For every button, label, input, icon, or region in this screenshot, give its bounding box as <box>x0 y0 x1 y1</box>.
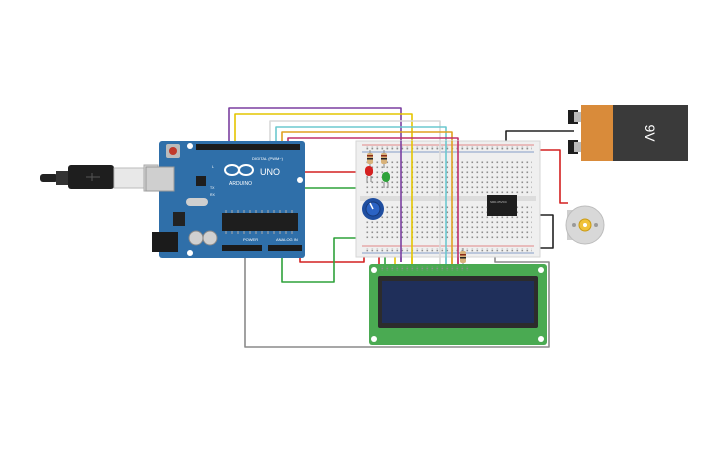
potentiometer[interactable] <box>362 198 384 220</box>
dc-jack-icon <box>152 232 178 252</box>
battery-voltage-label: 9V <box>642 124 658 142</box>
digital-header[interactable] <box>196 144 300 150</box>
wire-red-power[interactable] <box>299 236 365 263</box>
wires-front <box>400 141 459 268</box>
arduino-logo <box>224 164 254 176</box>
usb-plug-icon <box>86 173 100 181</box>
wire-red-battery[interactable] <box>526 149 568 204</box>
usb-cable[interactable] <box>40 164 159 192</box>
analog-header[interactable] <box>268 245 302 251</box>
power-header[interactable] <box>222 245 262 251</box>
power-label: POWER <box>243 237 258 242</box>
tx-label: TX <box>210 186 215 190</box>
wire-purple[interactable] <box>228 107 402 160</box>
resistor-1[interactable] <box>367 150 373 168</box>
led-green[interactable] <box>382 172 390 188</box>
resistor-2[interactable] <box>381 150 387 168</box>
dc-motor-icon <box>565 205 605 245</box>
breadboard-rail-bottom <box>364 248 532 252</box>
breadboard-grid-top <box>364 160 532 194</box>
arduino-uno-board[interactable]: ARDUINO UNO DIGITAL (PWM~) POWER ANALOG … <box>145 141 305 258</box>
relay[interactable]: SRD-05VDC <box>487 195 517 216</box>
digital-label: DIGITAL (PWM~) <box>252 156 284 161</box>
battery-9v[interactable]: 9V <box>568 105 688 161</box>
relay-label: SRD-05VDC <box>490 200 508 204</box>
arduino-brand: ARDUINO <box>229 181 252 187</box>
lcd-display[interactable] <box>369 264 547 345</box>
breadboard-rail-top <box>364 146 532 150</box>
analog-label: ANALOG IN <box>276 237 298 242</box>
potentiometer-icon <box>362 198 384 220</box>
rx-label: RX <box>210 193 216 197</box>
led-red[interactable] <box>365 166 373 182</box>
arduino-model: UNO <box>260 167 280 177</box>
led-icon <box>382 172 390 188</box>
led-icon <box>365 166 373 182</box>
lcd-pin-header[interactable] <box>381 266 471 271</box>
l-label: L <box>212 165 214 169</box>
dc-motor[interactable] <box>565 205 605 245</box>
lcd-screen <box>382 281 534 323</box>
wires <box>228 107 574 348</box>
